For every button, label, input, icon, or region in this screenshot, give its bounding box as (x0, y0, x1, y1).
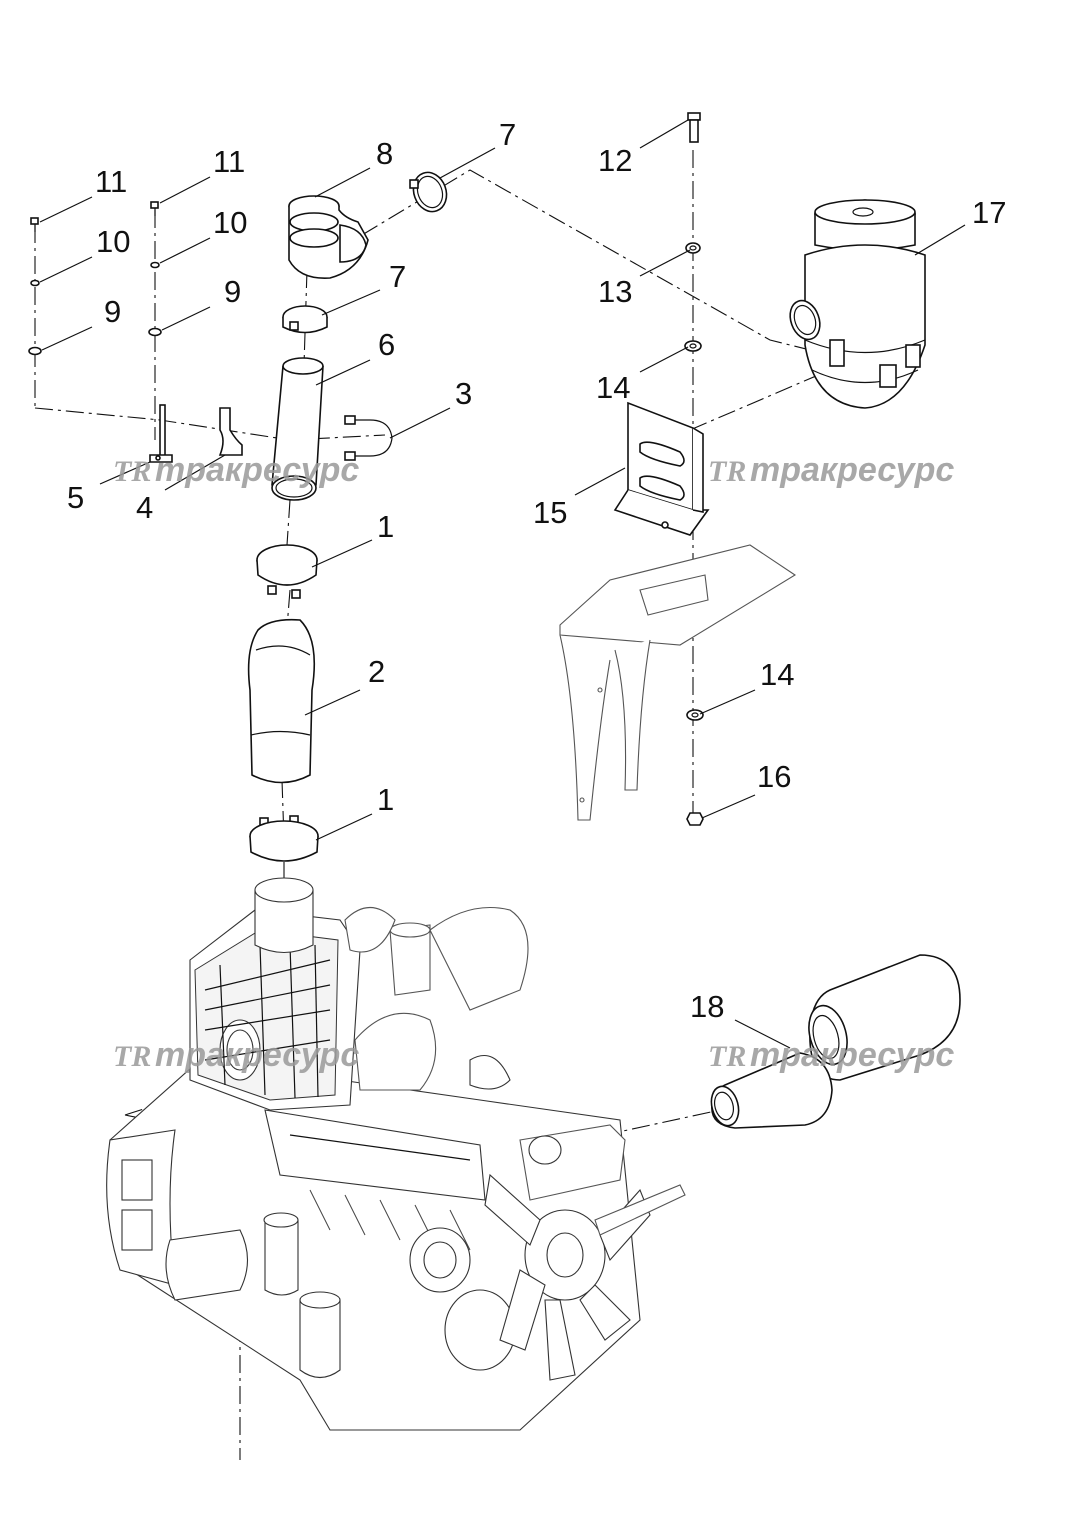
filter-elements-18 (710, 954, 961, 1129)
callout-1a: 1 (377, 509, 394, 544)
callout-13: 13 (598, 274, 632, 309)
washer-9-mid (148, 327, 162, 337)
callout-17: 17 (972, 195, 1006, 230)
washer-10-mid (150, 261, 160, 269)
washer-14-upper (684, 340, 702, 352)
callout-10a: 10 (96, 224, 130, 259)
nut-16 (686, 812, 704, 826)
callout-8: 8 (376, 136, 393, 171)
washer-14-lower (686, 709, 704, 721)
callout-11b: 11 (213, 144, 245, 179)
watermark-3: TR тракресурс (113, 1036, 359, 1074)
callout-7a: 7 (499, 117, 516, 152)
callout-14b: 14 (760, 657, 794, 692)
washer-10-left (30, 279, 40, 287)
u-bolt-3 (344, 415, 393, 461)
bolt-11-left (30, 217, 39, 232)
callout-16: 16 (757, 759, 791, 794)
callout-2: 2 (368, 654, 385, 689)
watermark-logo: TR (113, 1040, 151, 1073)
bolt-12 (687, 112, 701, 143)
watermark-logo: TR (708, 1040, 746, 1073)
clamp-7-top (409, 171, 448, 213)
engine-assembly (106, 877, 686, 1431)
bracket-15 (613, 401, 710, 536)
callout-4: 4 (136, 490, 153, 525)
watermark-2: TR тракресурс (708, 451, 954, 489)
watermark-4: TR тракресурс (708, 1036, 954, 1074)
air-cleaner-17 (789, 199, 926, 409)
callout-7b: 7 (389, 259, 406, 294)
callout-11a: 11 (95, 164, 127, 199)
callout-9b: 9 (224, 274, 241, 309)
mounting-structure (559, 544, 797, 821)
callout-15: 15 (533, 495, 567, 530)
watermark-text: тракресурс (155, 451, 359, 489)
callout-1b: 1 (377, 782, 394, 817)
clamp-1-upper (256, 544, 318, 599)
leader-lines (39, 119, 966, 1049)
watermark-logo: TR (708, 455, 746, 488)
callout-6: 6 (378, 327, 395, 362)
pipe-6 (271, 357, 324, 501)
callout-3: 3 (455, 376, 472, 411)
clamp-1-lower (249, 815, 319, 862)
watermark-logo: TR (113, 455, 151, 488)
callout-18: 18 (690, 989, 724, 1024)
callout-numbers: 11 10 9 11 10 9 8 7 7 6 3 5 4 1 2 1 12 1… (67, 117, 1006, 1024)
strap-4 (218, 407, 243, 456)
washer-9-left (28, 346, 42, 356)
callout-10b: 10 (213, 205, 247, 240)
watermark-text: тракресурс (750, 1036, 954, 1074)
callout-5: 5 (67, 480, 84, 515)
callout-12: 12 (598, 143, 632, 178)
watermark-text: тракресурс (155, 1036, 359, 1074)
elbow-8 (288, 195, 369, 279)
callout-14a: 14 (596, 370, 630, 405)
hose-2 (247, 618, 316, 784)
watermark-1: TR тракресурс (113, 451, 359, 489)
clamp-7-mid (282, 305, 328, 334)
callout-9a: 9 (104, 294, 121, 329)
bolt-11-mid (150, 201, 159, 216)
watermark-text: тракресурс (750, 451, 954, 489)
bracket-5 (149, 404, 173, 463)
